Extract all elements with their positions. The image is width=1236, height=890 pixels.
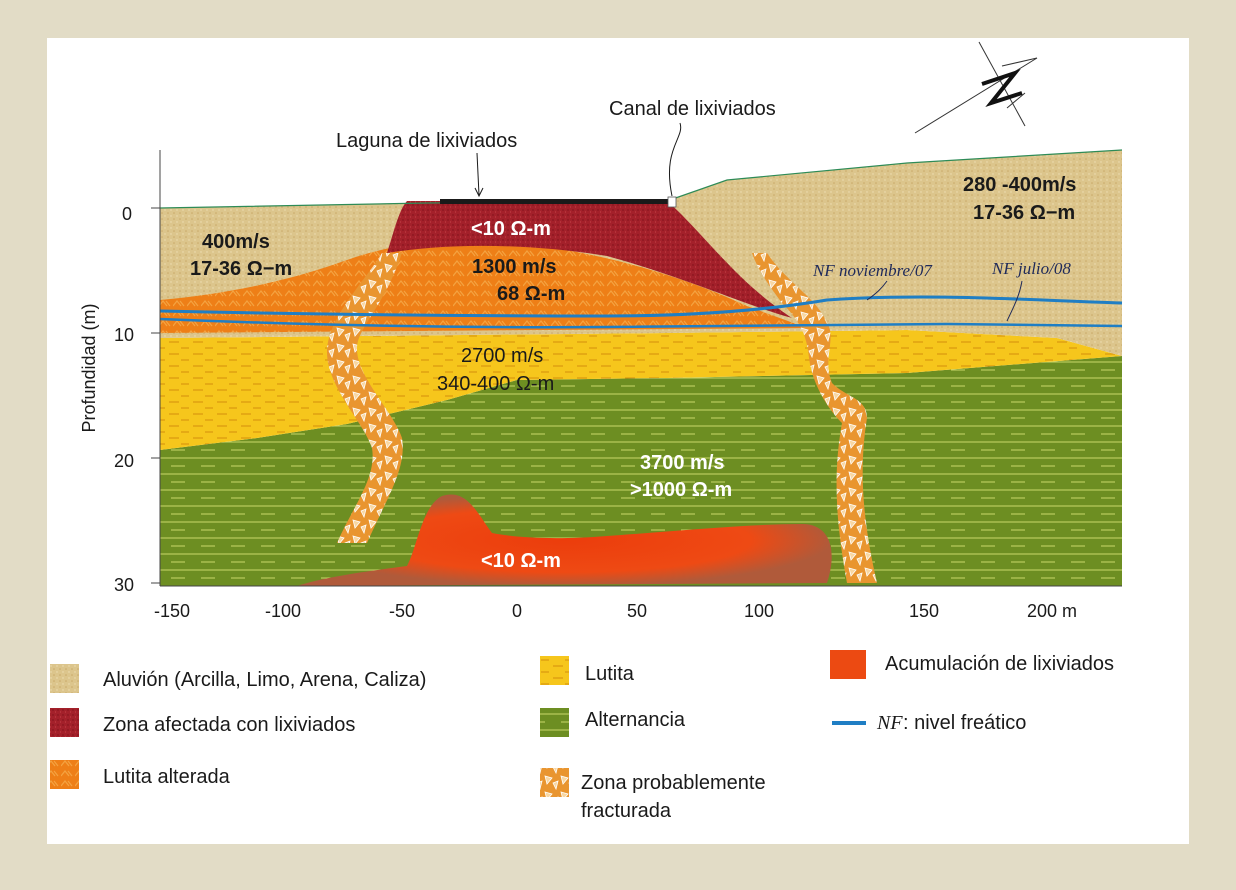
legend-swatch-nivel-freatico: [832, 721, 866, 725]
legend-swatch-lutita: [540, 656, 569, 685]
label-lutita-resistivity: 340-400 Ω-m: [437, 373, 554, 395]
x-tick-neg50: -50: [389, 601, 415, 621]
legend-swatch-zona-afectada: [50, 708, 79, 737]
legend-swatch-alternancia: [540, 708, 569, 737]
x-tick-50: 50: [627, 601, 647, 621]
label-right-alluvium-resistivity: 17-36 Ω−m: [973, 202, 1075, 224]
layer-acumulacion: [297, 494, 832, 586]
label-altered-velocity: 1300 m/s: [472, 256, 557, 278]
fractured-zone-right: [752, 253, 877, 583]
x-tick-100: 100: [744, 601, 774, 621]
label-lutita-velocity: 2700 m/s: [461, 345, 543, 367]
legend-swatch-lutita-alterada: [50, 760, 79, 789]
x-tick-0: 0: [512, 601, 522, 621]
figure-panel: Laguna de lixiviados Canal de lixiviados…: [47, 38, 1189, 844]
cross-section-body: [159, 149, 1123, 587]
legend-label-alternancia: Alternancia: [585, 709, 686, 731]
ground-surface-line: [159, 149, 1123, 209]
layer-alternancia: [160, 356, 1122, 586]
y-tick-30: 30: [114, 575, 134, 595]
y-tick-0: 0: [122, 204, 132, 224]
label-alternancia-velocity: 3700 m/s: [640, 452, 725, 474]
legend-label-nf: NF: [876, 712, 903, 734]
layer-lutita: [160, 330, 1122, 450]
x-tick-200: 200 m: [1027, 601, 1077, 621]
legend-swatch-fracturada: [540, 768, 569, 797]
legend-label-fracturada-1: Zona probablemente: [581, 772, 766, 794]
y-tick-20: 20: [114, 451, 134, 471]
x-tick-neg100: -100: [265, 601, 301, 621]
legend-label-lutita: Lutita: [585, 663, 635, 685]
label-right-alluvium-velocity: 280 -400m/s: [963, 174, 1076, 196]
legend-label-zona-afectada: Zona afectada con lixiviados: [103, 714, 355, 736]
north-arrow-icon: [914, 41, 1038, 134]
x-tick-neg150: -150: [154, 601, 190, 621]
layer-lutita-alterada: [160, 240, 807, 333]
layer-zona-afectada: [387, 201, 792, 318]
label-lagoon-zone: <10 Ω-m: [471, 218, 551, 240]
annotation-laguna: Laguna de lixiviados: [336, 130, 517, 152]
legend: Aluvión (Arcilla, Limo, Arena, Caliza) Z…: [50, 650, 1114, 822]
legend-swatch-aluvion: [50, 664, 79, 693]
water-table-noviembre: [159, 295, 1123, 318]
label-altered-resistivity: 68 Ω-m: [497, 283, 565, 305]
water-table-julio: [159, 317, 1123, 329]
label-left-alluvium-velocity: 400m/s: [202, 231, 270, 253]
x-tick-150: 150: [909, 601, 939, 621]
laguna-lixiviados-lagoon: [440, 199, 668, 204]
legend-label-lutita-alterada: Lutita alterada: [103, 766, 231, 788]
annotation-canal: Canal de lixiviados: [609, 98, 776, 120]
annotation-nf-julio: NF julio/08: [991, 259, 1071, 278]
legend-label-acumulacion: Acumulación de lixiviados: [885, 653, 1114, 675]
annotation-nf-noviembre: NF noviembre/07: [812, 261, 933, 280]
legend-label-nivel-freatico: : nivel freático: [903, 712, 1026, 734]
legend-label-fracturada-2: fracturada: [581, 800, 672, 822]
y-axis-label: Profundidad (m): [79, 303, 99, 432]
label-alternancia-resistivity: >1000 Ω-m: [630, 479, 732, 501]
label-accumulation: <10 Ω-m: [481, 550, 561, 572]
legend-label-aluvion: Aluvión (Arcilla, Limo, Arena, Caliza): [103, 669, 426, 691]
y-tick-10: 10: [114, 325, 134, 345]
legend-swatch-acumulacion: [830, 650, 866, 679]
geological-cross-section: Laguna de lixiviados Canal de lixiviados…: [50, 41, 1123, 822]
label-left-alluvium-resistivity: 17-36 Ω−m: [190, 258, 292, 280]
canal-lixiviados-structure: [667, 196, 677, 208]
